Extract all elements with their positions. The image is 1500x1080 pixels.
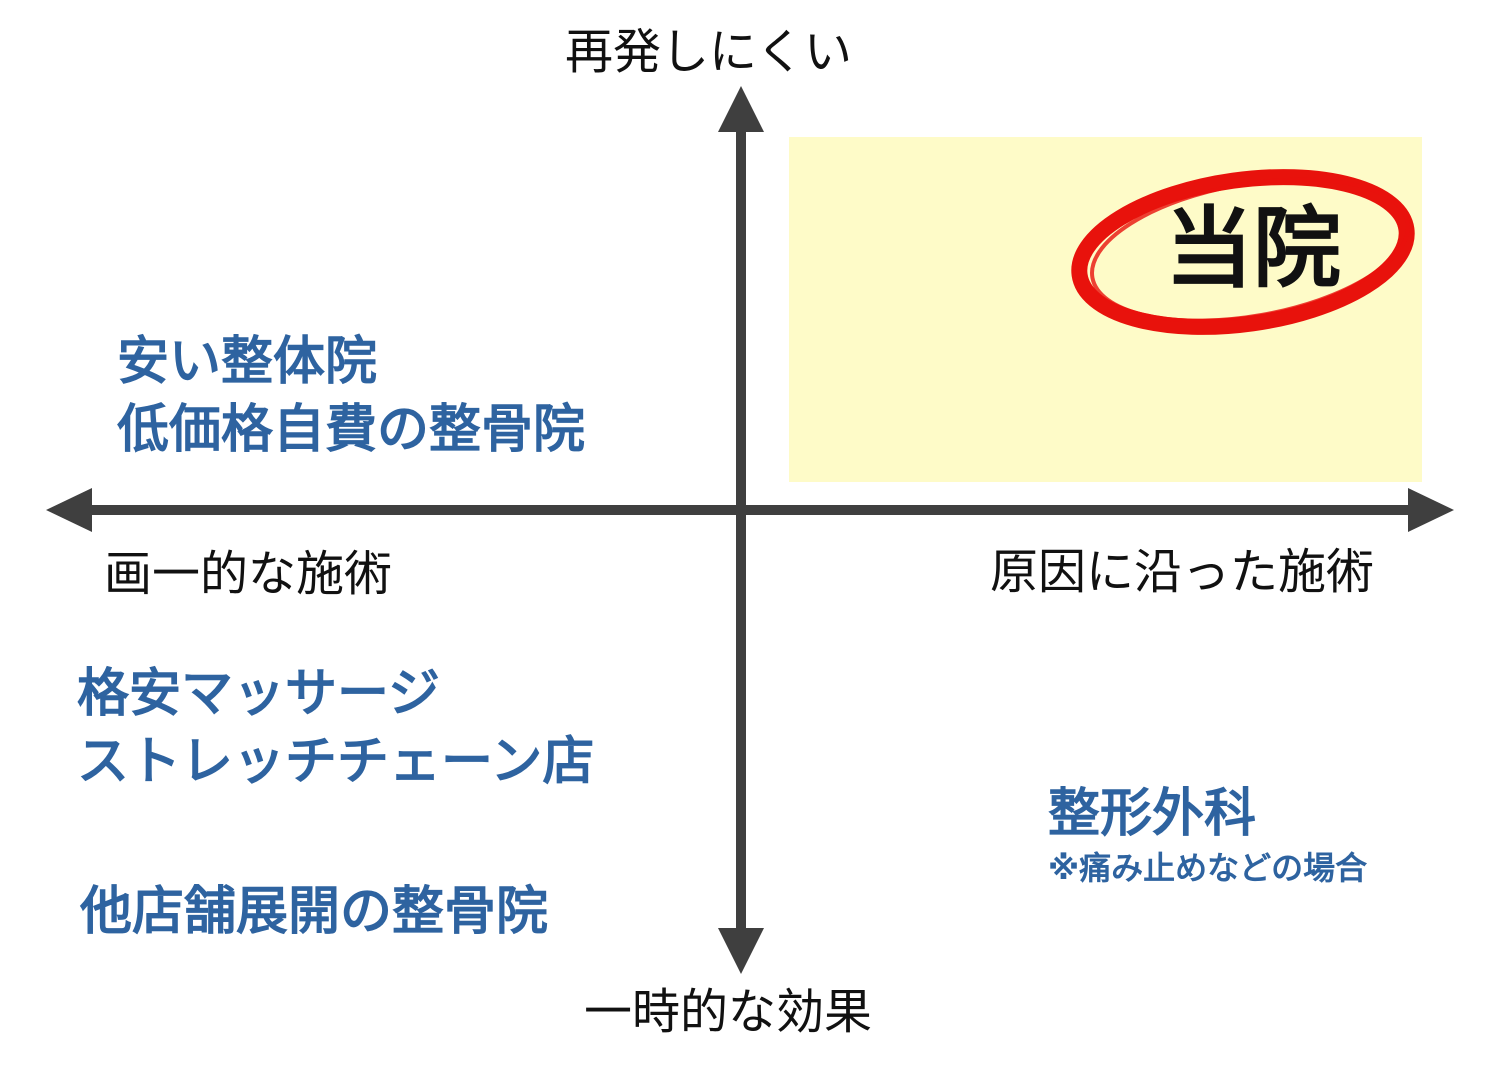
axis-label-left: 画一的な施術 (104, 546, 393, 602)
axis-label-right: 原因に沿った施術 (990, 544, 1375, 600)
red-brush-circle (1071, 169, 1415, 335)
bottom-left-line-2: ストレッチチェーン店 (77, 732, 595, 792)
axis-label-top: 再発しにくい (565, 24, 853, 80)
orthopedics-note: ※痛み止めなどの場合 (1048, 849, 1368, 887)
orthopedics-title: 整形外科 (1048, 784, 1257, 844)
our-clinic-label: 当院 (1165, 197, 1342, 300)
arrow-right-icon (1408, 488, 1454, 532)
bottom-left-line-3: 他店舗展開の整骨院 (80, 882, 549, 942)
arrow-down-icon (718, 928, 764, 974)
arrow-up-icon (718, 86, 764, 132)
top-left-line-2: 低価格自費の整骨院 (117, 400, 586, 460)
top-left-line-1: 安い整体院 (117, 332, 378, 392)
axis-label-bottom: 一時的な効果 (584, 984, 873, 1040)
arrow-left-icon (46, 488, 92, 532)
bottom-left-line-1: 格安マッサージ (77, 664, 440, 724)
